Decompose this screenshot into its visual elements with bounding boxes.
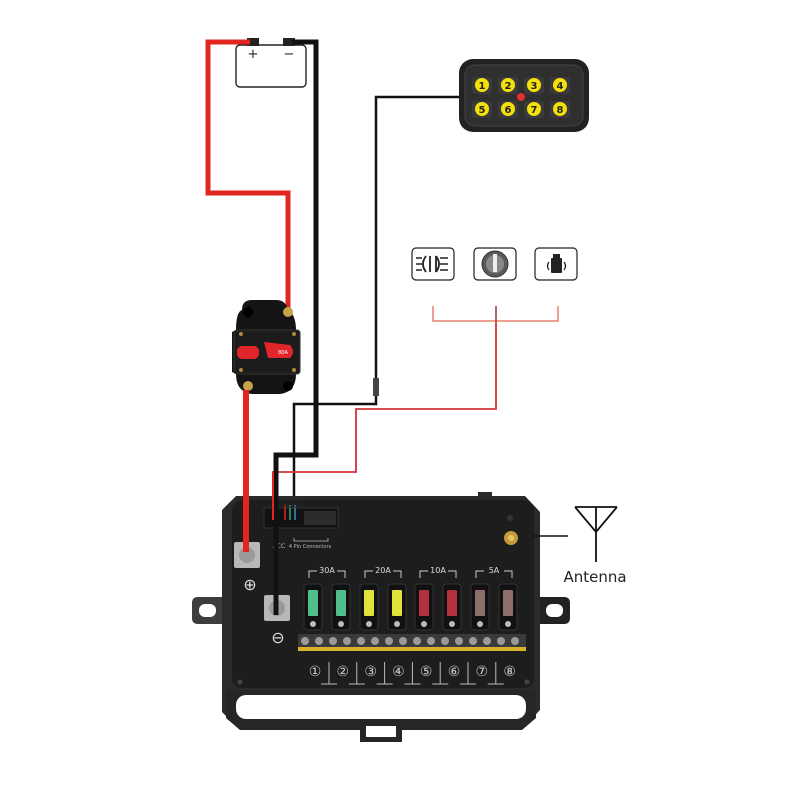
terminal-screw [483, 637, 491, 645]
terminal-screw [455, 637, 463, 645]
terminal-screw [469, 637, 477, 645]
output-label: ④ [392, 664, 405, 680]
terminal-screw [315, 637, 323, 645]
fuse-group-label: 20A [375, 566, 391, 575]
circuit-breaker: 80A [232, 300, 301, 394]
connector-label: 4 Pin Connectors [289, 544, 332, 550]
output-label: ⑥ [448, 664, 461, 680]
battery-positive-label: + [248, 47, 259, 62]
antenna: Antenna [534, 506, 627, 586]
switch-panel: 1 2 3 4 5 6 7 8 [459, 59, 589, 132]
terminal-screw [413, 637, 421, 645]
battery-body [235, 44, 307, 88]
fuse-group-label: 5A [489, 566, 500, 575]
terminal-screw [497, 637, 505, 645]
panel-button-label: 8 [557, 105, 564, 116]
output-label: ③ [364, 664, 377, 680]
panel-button-label: 4 [557, 81, 564, 92]
acc-label: ACC [273, 543, 285, 550]
wire-switch-panel-cable [292, 95, 462, 505]
terminal-strip [298, 634, 526, 648]
ignition-key-icon [473, 247, 517, 281]
fuse[interactable] [419, 590, 429, 616]
fuse[interactable] [336, 590, 346, 616]
battery-positive-terminal [247, 38, 259, 46]
panel-button-label: 3 [531, 81, 538, 92]
terminal-screw [357, 637, 365, 645]
panel-button-label: 1 [479, 81, 486, 92]
fuse-group: 5A [470, 566, 518, 631]
horn-icon [534, 247, 578, 281]
terminal-screw [301, 637, 309, 645]
terminal-screw [511, 637, 519, 645]
wire-trigger-signal [272, 320, 497, 520]
breaker-reset-lever [237, 346, 259, 359]
fuse[interactable] [503, 590, 513, 616]
negative-terminal-label: ⊖ [271, 628, 284, 647]
panel-button-label: 6 [505, 105, 512, 116]
panel-button-label: 2 [505, 81, 512, 92]
output-label: ⑦ [476, 664, 489, 680]
output-label: ② [337, 664, 350, 680]
fuse-group: 10A [414, 566, 462, 631]
fuse[interactable] [308, 590, 318, 616]
fuse-group-label: 10A [430, 566, 446, 575]
panel-button-label: 5 [479, 105, 486, 116]
panel-power-led [517, 93, 525, 101]
terminal-screw [399, 637, 407, 645]
fuse[interactable] [364, 590, 374, 616]
carry-handle-slot [236, 695, 526, 719]
output-label: ① [309, 664, 322, 680]
terminal-screw [441, 637, 449, 645]
antenna-label: Antenna [563, 568, 626, 586]
fuse-group-label: 30A [319, 566, 335, 575]
output-label: ⑤ [420, 664, 433, 680]
terminal-screw [371, 637, 379, 645]
fuse[interactable] [447, 590, 457, 616]
terminal-screw [343, 637, 351, 645]
wire-battery-positive [205, 39, 291, 310]
battery-negative-terminal [283, 38, 295, 46]
output-label: ⑧ [503, 664, 516, 680]
fuse[interactable] [392, 590, 402, 616]
trigger-icons [411, 247, 578, 281]
terminal-screw [385, 637, 393, 645]
fuse-group: 20A [359, 566, 407, 631]
terminal-screw [329, 637, 337, 645]
panel-button-label: 7 [531, 105, 538, 116]
headlight-icon [411, 247, 455, 281]
battery: + − [235, 38, 307, 88]
breaker-rating: 80A [278, 350, 288, 356]
battery-negative-label: − [284, 47, 295, 62]
cable-connector [373, 378, 379, 396]
terminal-screw [427, 637, 435, 645]
fuse[interactable] [475, 590, 485, 616]
fuse-group: 30A [303, 566, 351, 631]
positive-terminal-label: ⊕ [243, 575, 256, 594]
